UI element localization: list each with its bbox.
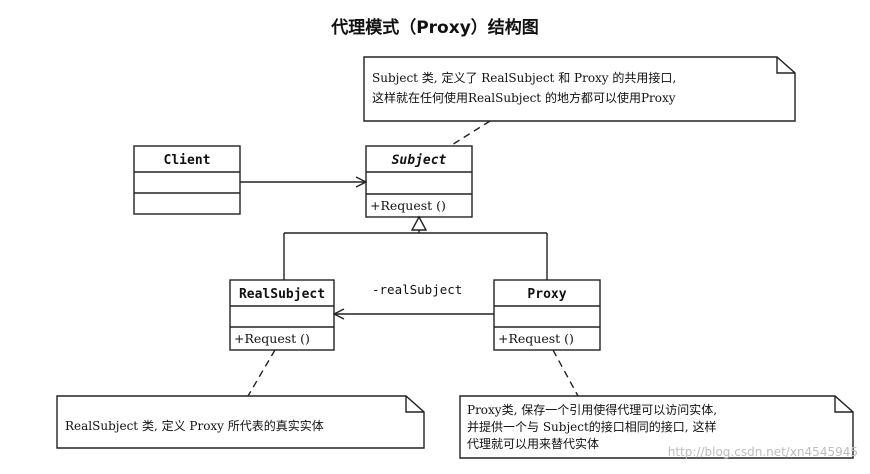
subject-request-operation: +Request () [370,198,446,213]
subject-note-line: Subject 类, 定义了 RealSubject 和 Proxy 的共用接口… [372,70,676,85]
client-class: Client [133,145,241,215]
proxy-note: Proxy类, 保存一个引用使得代理可以访问实体, 并提供一个与 Subject… [459,395,854,459]
real-subject-request-operation: +Request () [234,331,310,346]
watermark: http://blog.csdn.net/xn4545945 [668,445,858,459]
client-class-name: Client [164,153,211,168]
proxy-note-line: 代理就可以用来替代实体 [467,436,599,451]
real-subject-class-name: RealSubject [239,287,325,302]
generalization-lines [283,230,548,280]
real-subject-note: RealSubject 类, 定义 Proxy 所代表的真实实体 [56,395,425,449]
subject-note: Subject 类, 定义了 RealSubject 和 Proxy 的共用接口… [363,56,796,122]
association-role-label: -realSubject [372,282,462,297]
proxy-note-line: 并提供一个与 Subject的接口相同的接口, 这样 [467,419,716,434]
subject-note-line: 这样就在任何使用RealSubject 的地方都可以使用Proxy [372,90,676,105]
diagram-title: 代理模式（Proxy）结构图 [330,17,539,38]
subject-class-name: Subject [392,153,447,168]
subject-class: Subject +Request () [365,145,473,218]
real-subject-class: RealSubject +Request () [229,279,335,351]
proxy-request-operation: +Request () [498,331,574,346]
proxy-class-name: Proxy [527,287,566,302]
inheritance-triangle-icon [410,215,428,231]
real-subject-note-line: RealSubject 类, 定义 Proxy 所代表的真实实体 [65,418,324,433]
subject-note-anchor [446,120,491,149]
proxy-class: Proxy +Request () [493,279,601,351]
proxy-note-line: Proxy类, 保存一个引用使得代理可以访问实体, [467,402,717,417]
proxy-note-anchor [552,349,579,397]
real-subject-note-anchor [247,349,276,397]
